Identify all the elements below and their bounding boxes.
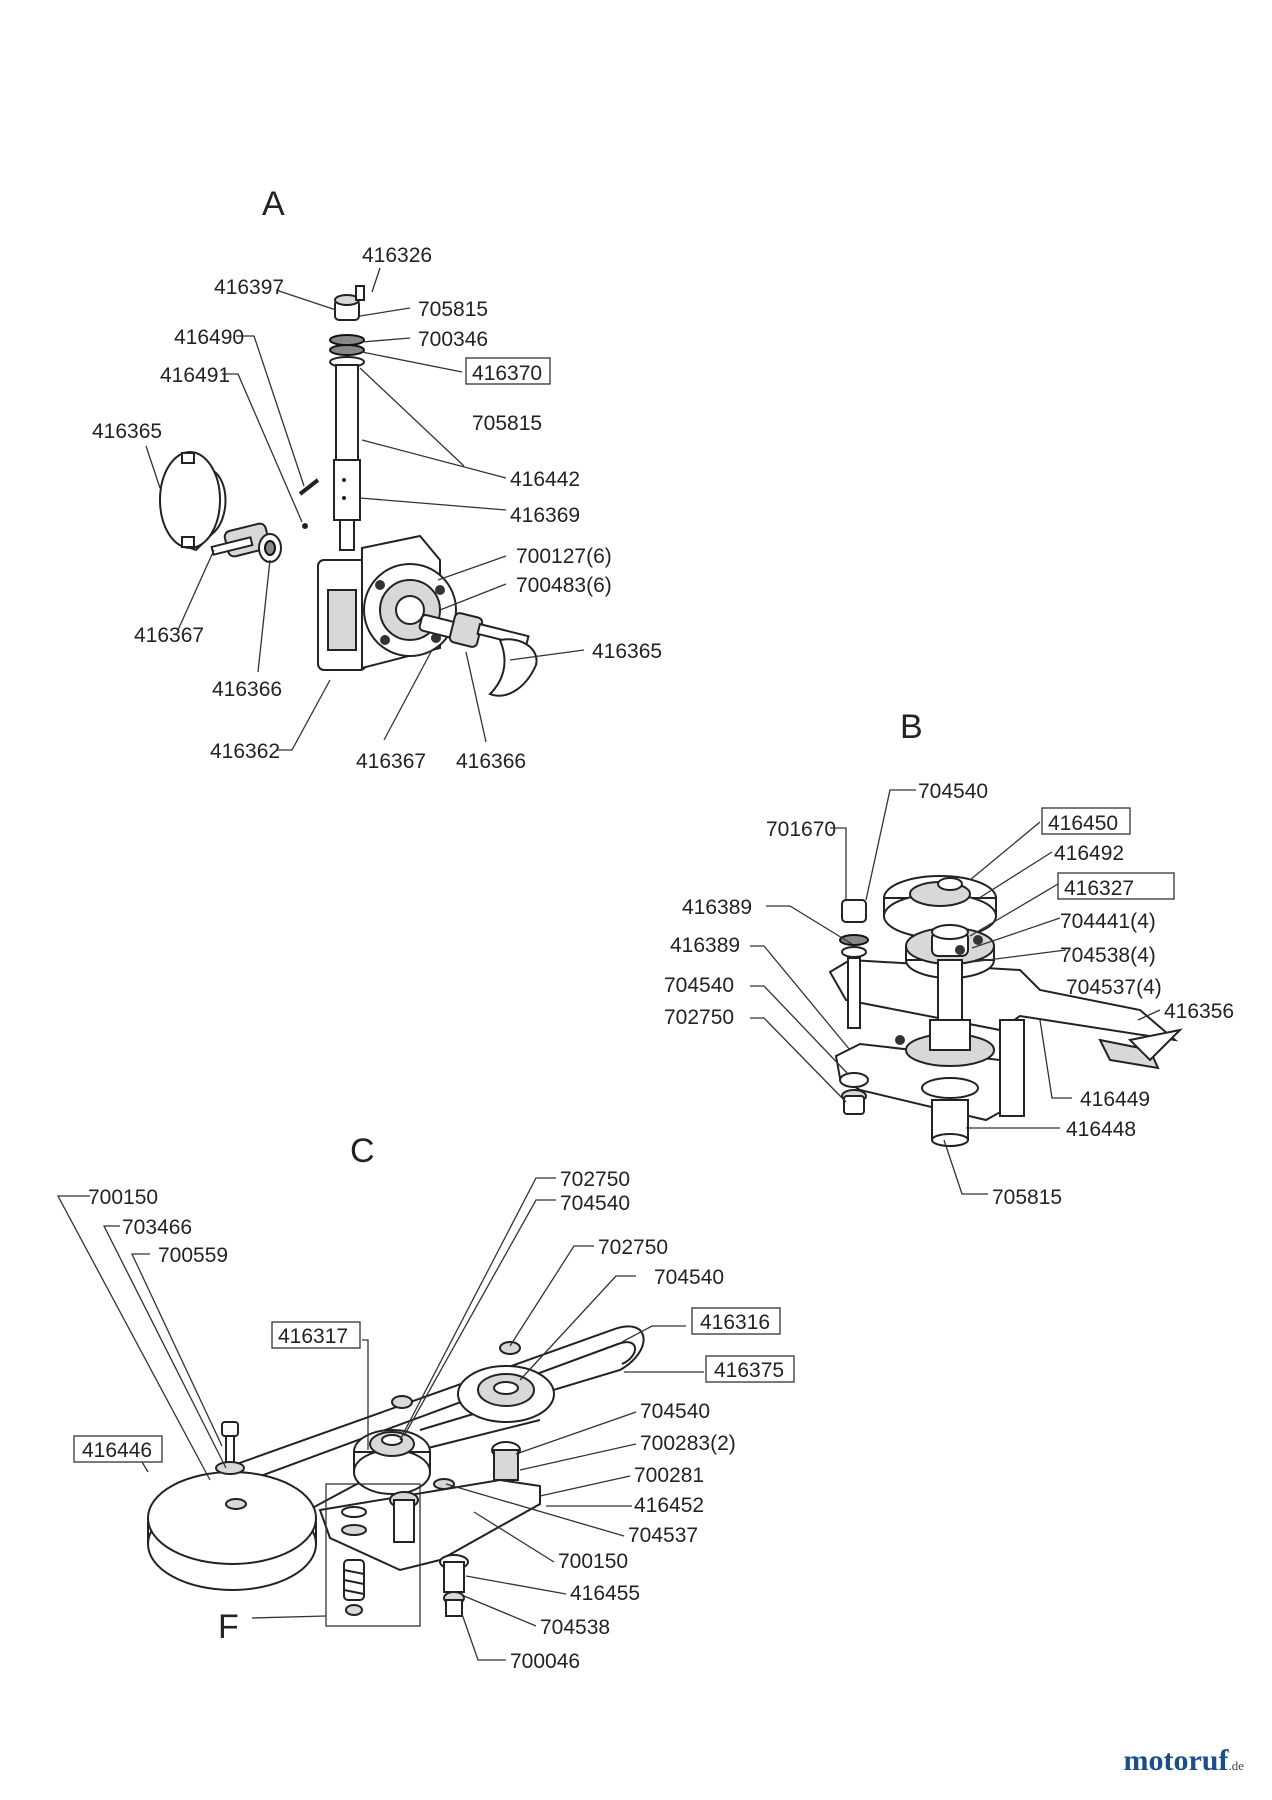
part-label: 704441(4) [1060, 910, 1156, 933]
part-label: 416326 [362, 244, 432, 267]
part-label: 701670 [766, 818, 836, 841]
part-label: 416455 [570, 1582, 640, 1605]
part-label: 704540 [654, 1266, 724, 1289]
part-label: 700150 [558, 1550, 628, 1573]
part-label: 704538(4) [1060, 944, 1156, 967]
part-label: 700283(2) [640, 1432, 736, 1455]
part-label: 700559 [158, 1244, 228, 1267]
label-box-416316 [691, 1307, 781, 1335]
section-letter-a: A [262, 185, 285, 223]
part-label: 416491 [160, 364, 230, 387]
part-label: 416370 [472, 362, 542, 385]
section-letter-b: B [900, 708, 923, 746]
section-c: C [56, 1132, 795, 1673]
part-label: 700127(6) [516, 545, 612, 568]
part-label: 416446 [82, 1439, 152, 1462]
part-label: 416450 [1048, 812, 1118, 835]
part-label: 704537(4) [1066, 976, 1162, 999]
vertical-shaft [329, 294, 365, 551]
left-coupling [159, 451, 282, 563]
part-label: 416452 [634, 1494, 704, 1517]
label-box-416446 [73, 1435, 163, 1463]
part-label: 416365 [92, 420, 162, 443]
part-label: 705815 [992, 1186, 1062, 1209]
part-label: 705815 [418, 298, 488, 321]
watermark-logo: motoruf.de [1123, 1744, 1244, 1778]
part-label: 416366 [456, 750, 526, 773]
part-label: 702750 [664, 1006, 734, 1029]
label-box-416317 [271, 1321, 361, 1349]
part-label: 702750 [598, 1236, 668, 1259]
watermark-name: motoruf [1123, 1744, 1229, 1777]
large-pulley [147, 1471, 317, 1591]
part-label: 416356 [1164, 1000, 1234, 1023]
tension-pulley [457, 1341, 555, 1423]
part-label: 416448 [1066, 1118, 1136, 1141]
pulley [883, 875, 997, 939]
part-label: 704538 [540, 1616, 610, 1639]
part-label: 416492 [1054, 842, 1124, 865]
part-label: 704537 [628, 1524, 698, 1547]
part-label: 703466 [122, 1216, 192, 1239]
washer-part [215, 1461, 245, 1475]
part-label: 416442 [510, 468, 580, 491]
part-label: 700483(6) [516, 574, 612, 597]
part-label: 704540 [560, 1192, 630, 1215]
part-label: 704540 [664, 974, 734, 997]
label-box-416375 [705, 1355, 795, 1383]
part-label: 416367 [134, 624, 204, 647]
part-label: 416375 [714, 1359, 784, 1382]
part-label: 416369 [510, 504, 580, 527]
part-label: 416449 [1080, 1088, 1150, 1111]
right-coupling [418, 612, 538, 697]
ball-part [302, 523, 308, 529]
tension-arm [318, 1441, 541, 1617]
spindle-assembly [895, 924, 995, 1147]
part-label: 700046 [510, 1650, 580, 1673]
section-a: A [92, 185, 662, 773]
part-label: 416367 [356, 750, 426, 773]
part-label: 700281 [634, 1464, 704, 1487]
watermark-suffix: .de [1228, 1758, 1244, 1773]
part-label: 416389 [682, 896, 752, 919]
part-label: 416389 [670, 934, 740, 957]
part-label: 704540 [640, 1400, 710, 1423]
part-label: 416317 [278, 1325, 348, 1348]
key-part [355, 285, 365, 301]
bolt-stack [839, 899, 869, 1115]
part-label: 700346 [418, 328, 488, 351]
label-box-f [325, 1483, 421, 1627]
label-box-416370 [465, 357, 551, 385]
part-label: 416397 [214, 276, 284, 299]
section-letter-c: C [350, 1132, 375, 1170]
bolt-part [221, 1421, 239, 1437]
part-label: 416366 [212, 678, 282, 701]
part-label: 416365 [592, 640, 662, 663]
part-label: 416316 [700, 1311, 770, 1334]
section-b: B [664, 708, 1234, 1209]
part-label: 705815 [472, 412, 542, 435]
label-box-416450 [1041, 807, 1131, 835]
part-label: 416490 [174, 326, 244, 349]
part-label: 416362 [210, 740, 280, 763]
part-label: 704540 [918, 780, 988, 803]
section-letter-f: F [218, 1608, 239, 1646]
idler-pulley [353, 1395, 431, 1495]
part-label: 700150 [88, 1186, 158, 1209]
gearbox-housing [317, 534, 457, 671]
pin-part [298, 478, 320, 496]
label-box-416327 [1057, 872, 1175, 900]
spring-assembly-f [325, 1483, 421, 1627]
part-label: 702750 [560, 1168, 630, 1191]
part-label: 416327 [1064, 877, 1134, 900]
